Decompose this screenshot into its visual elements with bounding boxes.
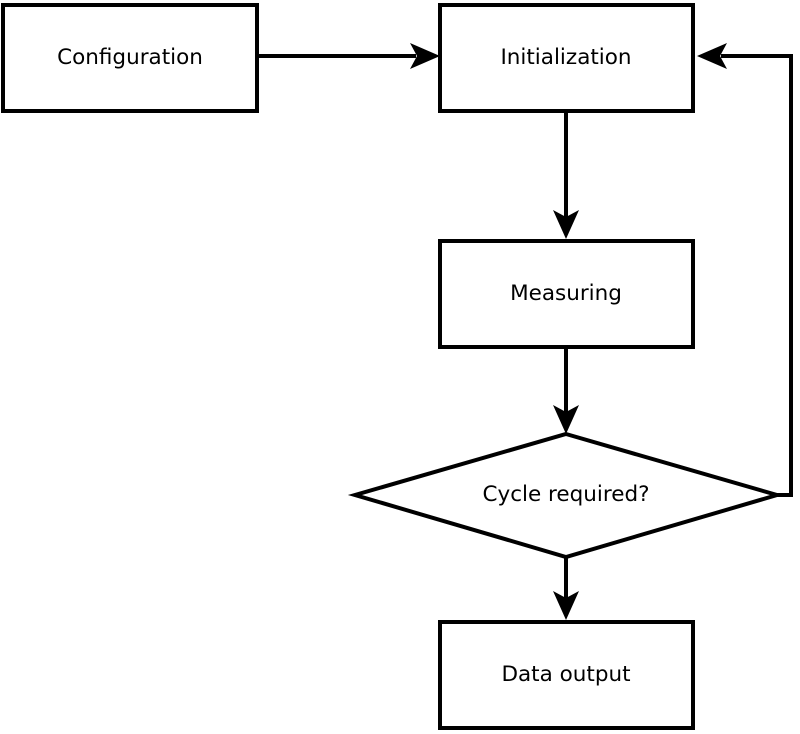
configuration-box[interactable] (1, 3, 259, 113)
edge-measuring-to-cycle-required (553, 349, 579, 434)
edge-cycle-required-to-initialization-feedback (697, 43, 793, 497)
cycle-required-label: Cycle required? (482, 482, 649, 507)
edge-initialization-to-measuring (553, 113, 579, 239)
arrowhead-right-icon (410, 43, 440, 69)
node-initialization[interactable]: Initialization (438, 3, 695, 113)
arrowhead-down-icon (553, 591, 579, 620)
cycle-required-diamond[interactable] (347, 431, 785, 560)
initialization-label: Initialization (500, 45, 631, 70)
measuring-box[interactable] (438, 239, 695, 349)
data-output-label: Data output (501, 662, 630, 687)
measuring-label: Measuring (510, 281, 622, 306)
arrowhead-down-icon (553, 210, 579, 239)
node-configuration[interactable]: Configuration (1, 3, 259, 113)
configuration-label: Configuration (57, 45, 203, 70)
initialization-box[interactable] (438, 3, 695, 113)
data-output-box[interactable] (438, 620, 695, 730)
edge-cycle-required-to-data-output (553, 557, 579, 620)
arrowhead-down-icon (553, 405, 579, 434)
edge-configuration-to-initialization (259, 43, 440, 69)
node-cycle-required[interactable]: Cycle required? (347, 431, 785, 560)
arrowhead-left-icon (697, 43, 727, 69)
node-data-output[interactable]: Data output (438, 620, 695, 730)
edge-line-feedback-loop (721, 54, 793, 497)
node-measuring[interactable]: Measuring (438, 239, 695, 349)
